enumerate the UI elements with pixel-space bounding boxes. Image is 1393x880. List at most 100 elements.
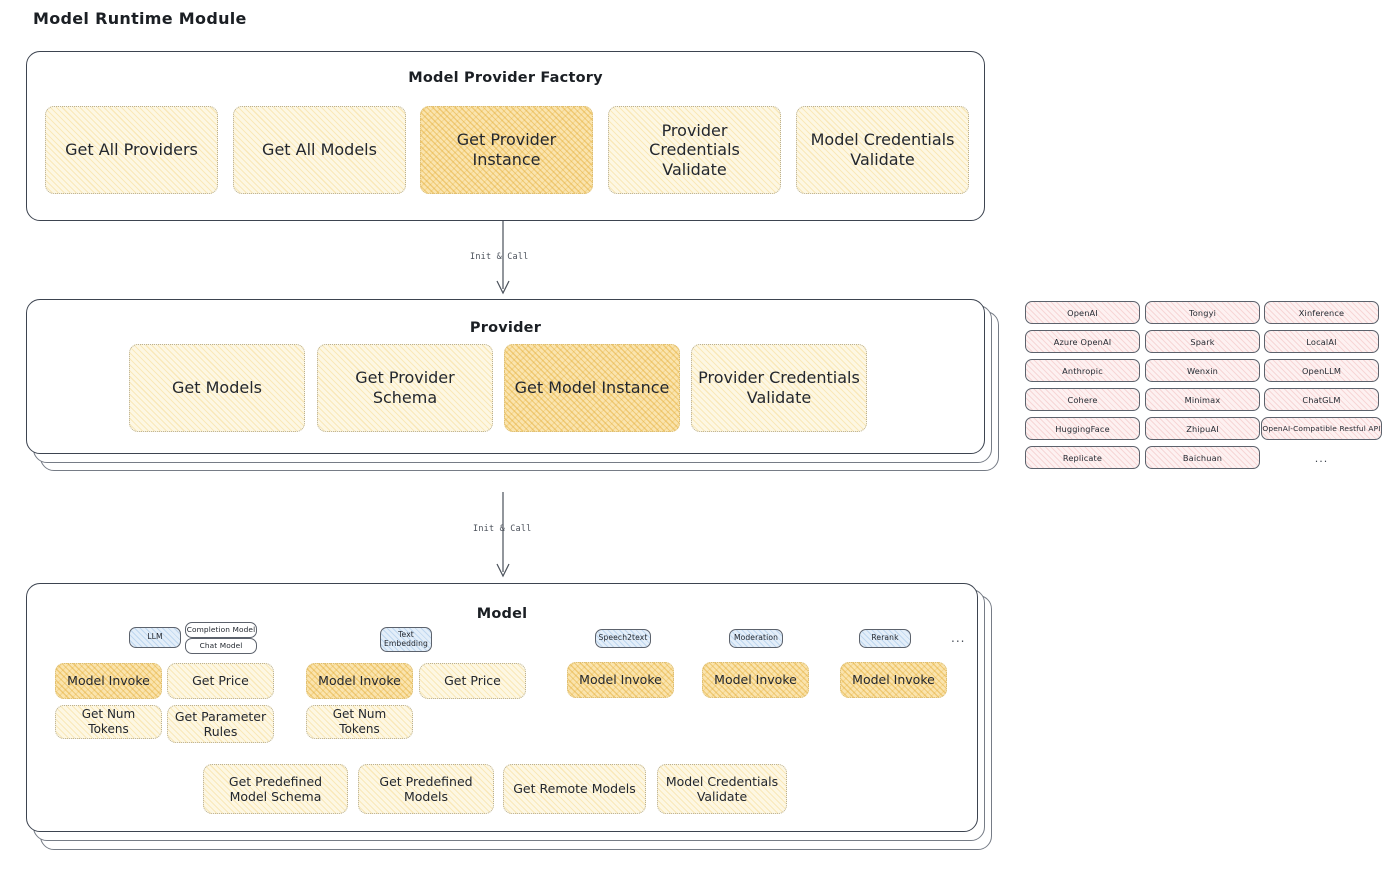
- card-label: Model Invoke: [318, 673, 401, 689]
- card-rerank-model-invoke[interactable]: Model Invoke: [840, 662, 947, 698]
- card-label: Get All Models: [262, 140, 377, 160]
- card-label: Get Price: [444, 673, 501, 689]
- card-label: Get Predefined Model Schema: [228, 773, 323, 804]
- card-label: Model Credentials Validate: [810, 130, 955, 169]
- card-provider-credentials-validate[interactable]: Provider Credentials Validate: [608, 106, 781, 194]
- card-label: Get Provider Schema: [355, 368, 455, 407]
- card-speech2text-model-invoke[interactable]: Model Invoke: [567, 662, 674, 698]
- card-text-embedding-get-price[interactable]: Get Price: [419, 663, 526, 699]
- badge-label: Text Embedding: [384, 629, 428, 648]
- card-llm-get-parameter-rules[interactable]: Get Parameter Rules: [167, 705, 274, 743]
- card-provider-credentials-validate-2[interactable]: Provider Credentials Validate: [691, 344, 867, 432]
- panel-title-model-provider-factory: Model Provider Factory: [408, 70, 603, 86]
- provider-chip-wenxin[interactable]: Wenxin: [1145, 359, 1260, 382]
- chip-label: Tongyi: [1188, 307, 1217, 318]
- chip-label: Minimax: [1184, 394, 1221, 405]
- arrow-label-init-and-call-1: Init & Call: [470, 252, 529, 262]
- chip-label: Cohere: [1067, 394, 1098, 405]
- chip-label: Xinference: [1298, 307, 1345, 318]
- provider-chip-openai-compatible-restful-api[interactable]: OpenAI-Compatible Restful API: [1261, 417, 1382, 440]
- card-get-model-instance[interactable]: Get Model Instance: [504, 344, 680, 432]
- chip-label: Baichuan: [1182, 452, 1223, 463]
- card-get-all-providers[interactable]: Get All Providers: [45, 106, 218, 194]
- chip-label: HuggingFace: [1055, 423, 1110, 434]
- card-label: Get Price: [192, 673, 249, 689]
- card-get-models[interactable]: Get Models: [129, 344, 305, 432]
- badge-speech2text[interactable]: Speech2text: [595, 629, 651, 648]
- provider-chip-localai[interactable]: LocalAI: [1264, 330, 1379, 353]
- badge-text-embedding[interactable]: Text Embedding: [380, 627, 432, 652]
- badge-rerank[interactable]: Rerank: [859, 629, 911, 648]
- badge-llm[interactable]: LLM: [129, 627, 181, 648]
- card-label: Get Parameter Rules: [174, 708, 267, 739]
- provider-chip-huggingface[interactable]: HuggingFace: [1025, 417, 1140, 440]
- arrow-provider-to-model: [496, 492, 510, 578]
- panel-title-model: Model: [476, 606, 528, 622]
- card-get-predefined-model-schema[interactable]: Get Predefined Model Schema: [203, 764, 348, 814]
- provider-chip-zhipuai[interactable]: ZhipuAI: [1145, 417, 1260, 440]
- card-label: Get Models: [172, 378, 262, 398]
- chip-label: OpenAI: [1067, 307, 1098, 318]
- chip-label: LocalAI: [1306, 336, 1337, 347]
- badge-label: Speech2text: [598, 633, 648, 643]
- card-label: Get Num Tokens: [332, 707, 387, 736]
- card-label: Model Invoke: [579, 672, 662, 688]
- card-get-all-models[interactable]: Get All Models: [233, 106, 406, 194]
- chip-label: Replicate: [1062, 452, 1103, 463]
- page-title: Model Runtime Module: [33, 9, 247, 28]
- card-label: Get Num Tokens: [81, 707, 136, 736]
- provider-chip-openllm[interactable]: OpenLLM: [1264, 359, 1379, 382]
- provider-chip-replicate[interactable]: Replicate: [1025, 446, 1140, 469]
- chip-label: Azure OpenAI: [1053, 336, 1112, 347]
- card-get-provider-instance[interactable]: Get Provider Instance: [420, 106, 593, 194]
- badge-moderation[interactable]: Moderation: [729, 629, 783, 648]
- chip-label: ChatGLM: [1302, 394, 1341, 405]
- badge-label: Completion Model: [186, 624, 256, 634]
- card-llm-get-price[interactable]: Get Price: [167, 663, 274, 699]
- chip-label: Wenxin: [1186, 365, 1219, 376]
- provider-chip-chatglm[interactable]: ChatGLM: [1264, 388, 1379, 411]
- provider-list-more: ...: [1314, 452, 1329, 465]
- card-label: Get Provider Instance: [456, 130, 557, 169]
- badge-label: Chat Model: [199, 640, 243, 650]
- provider-chip-openai[interactable]: OpenAI: [1025, 301, 1140, 324]
- card-get-remote-models[interactable]: Get Remote Models: [503, 764, 646, 814]
- card-label: Model Credentials Validate: [665, 773, 779, 804]
- card-llm-model-invoke[interactable]: Model Invoke: [55, 663, 162, 699]
- chip-label: Spark: [1190, 336, 1215, 347]
- card-get-provider-schema[interactable]: Get Provider Schema: [317, 344, 493, 432]
- card-label: Get All Providers: [65, 140, 198, 160]
- panel-title-provider: Provider: [469, 320, 542, 336]
- card-label: Model Invoke: [852, 672, 935, 688]
- provider-chip-tongyi[interactable]: Tongyi: [1145, 301, 1260, 324]
- provider-chip-anthropic[interactable]: Anthropic: [1025, 359, 1140, 382]
- card-label: Model Invoke: [67, 673, 150, 689]
- badge-chat-model[interactable]: Chat Model: [185, 638, 257, 654]
- card-text-embedding-model-invoke[interactable]: Model Invoke: [306, 663, 413, 699]
- badge-completion-model[interactable]: Completion Model: [185, 622, 257, 638]
- arrow-factory-to-provider: [496, 221, 510, 295]
- card-model-credentials-validate[interactable]: Model Credentials Validate: [796, 106, 969, 194]
- provider-chip-minimax[interactable]: Minimax: [1145, 388, 1260, 411]
- provider-chip-baichuan[interactable]: Baichuan: [1145, 446, 1260, 469]
- card-label: Get Model Instance: [514, 378, 670, 398]
- provider-chip-spark[interactable]: Spark: [1145, 330, 1260, 353]
- chip-label: Anthropic: [1062, 365, 1103, 376]
- card-llm-get-num-tokens[interactable]: Get Num Tokens: [55, 705, 162, 739]
- model-types-more: ...: [951, 631, 966, 645]
- card-text-embedding-get-num-tokens[interactable]: Get Num Tokens: [306, 705, 413, 739]
- card-model-credentials-validate-3[interactable]: Model Credentials Validate: [657, 764, 787, 814]
- badge-label: Moderation: [733, 633, 778, 643]
- badge-label: Rerank: [871, 633, 899, 643]
- card-get-predefined-models[interactable]: Get Predefined Models: [358, 764, 494, 814]
- card-label: Provider Credentials Validate: [698, 368, 860, 407]
- provider-chip-cohere[interactable]: Cohere: [1025, 388, 1140, 411]
- chip-label: OpenAI-Compatible Restful API: [1262, 424, 1381, 433]
- chip-label: OpenLLM: [1301, 365, 1342, 376]
- provider-chip-azure-openai[interactable]: Azure OpenAI: [1025, 330, 1140, 353]
- card-label: Get Predefined Models: [379, 773, 473, 804]
- card-moderation-model-invoke[interactable]: Model Invoke: [702, 662, 809, 698]
- card-label: Get Remote Models: [513, 781, 636, 797]
- arrow-label-init-and-call-2: Init & Call: [473, 524, 532, 534]
- provider-chip-xinference[interactable]: Xinference: [1264, 301, 1379, 324]
